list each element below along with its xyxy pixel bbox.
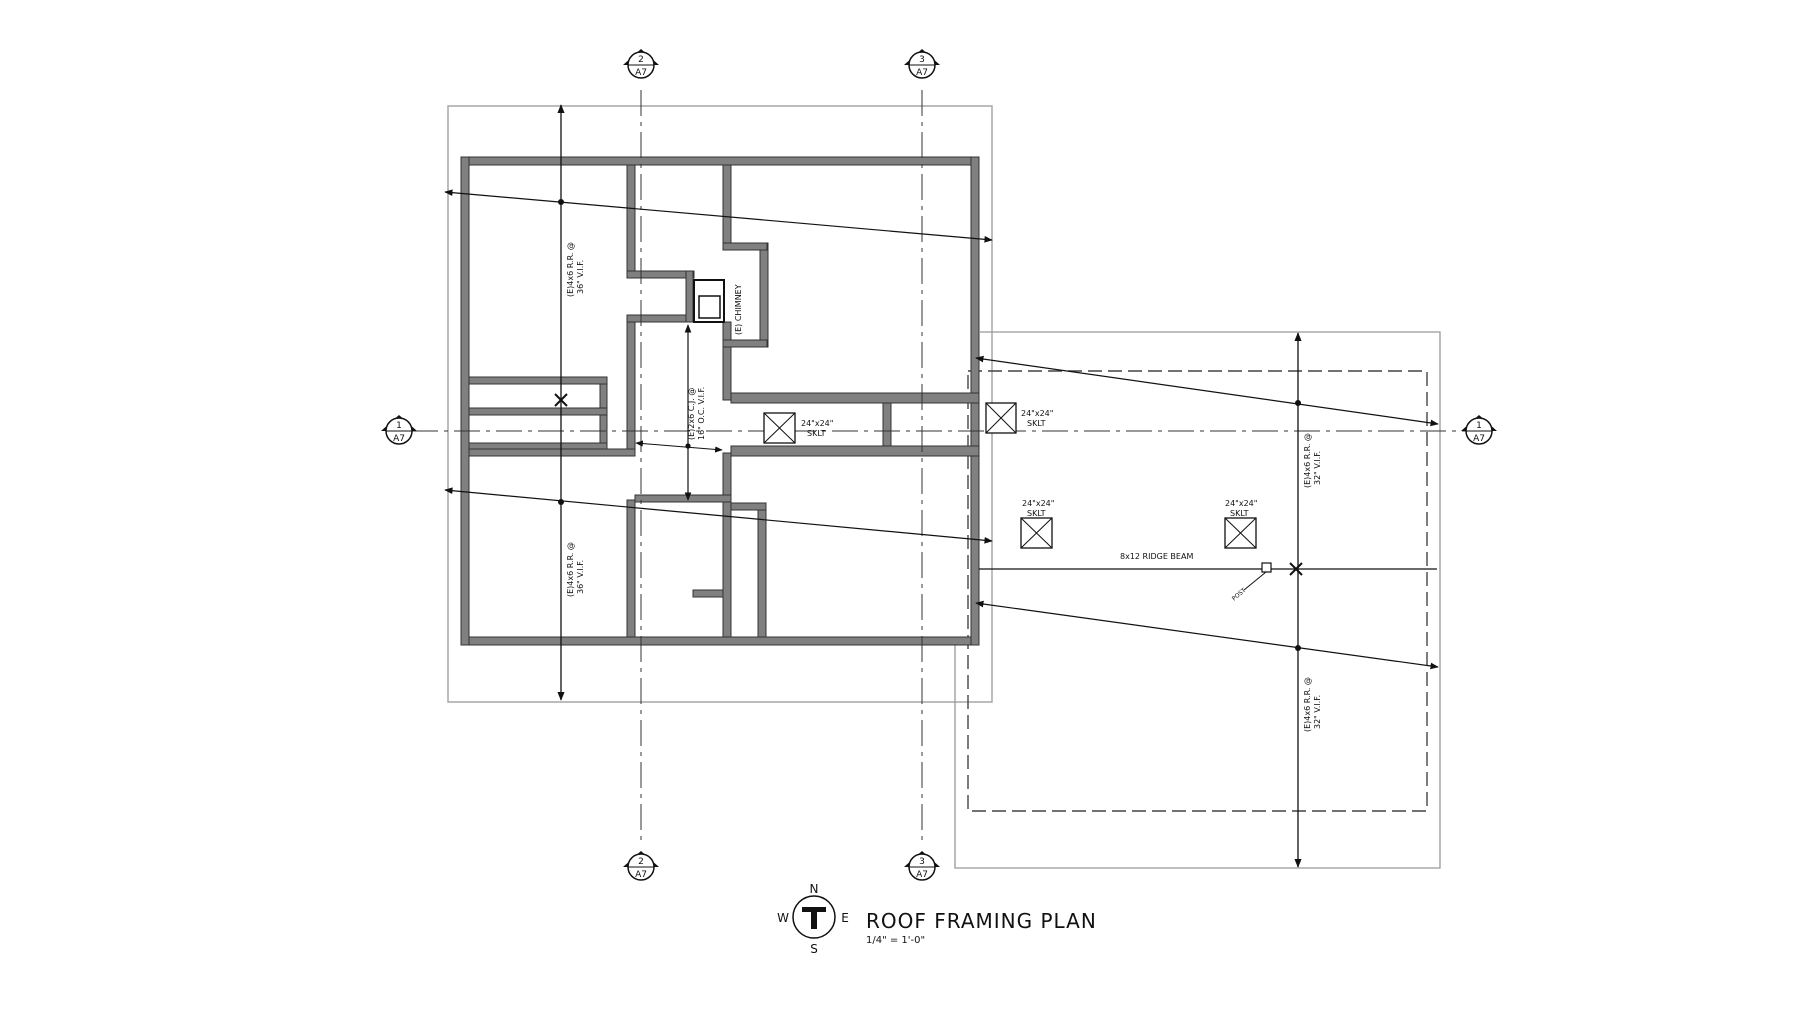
chimney: (E) CHIMNEY bbox=[693, 279, 743, 335]
skylight-4: 24"x24" SKLT bbox=[1224, 499, 1257, 549]
skylight-4-size: 24"x24" bbox=[1225, 499, 1257, 508]
ceiling-joist-label: (E)2x6 C.J. @ bbox=[687, 388, 696, 440]
section-1-left-number: 1 bbox=[396, 421, 402, 431]
wall-plan bbox=[460, 156, 980, 646]
skylight-2-size: 24"x24" bbox=[1021, 409, 1053, 418]
section-2-top-sheet: A7 bbox=[635, 68, 647, 78]
west-span-line bbox=[554, 104, 568, 701]
section-1-right-sheet: A7 bbox=[1473, 434, 1485, 444]
skylight-1-size: 24"x24" bbox=[801, 419, 833, 428]
north-arrow-n: N bbox=[810, 882, 819, 896]
ridge-beam-label: 8x12 RIDGE BEAM bbox=[1120, 552, 1193, 561]
drawing-title: ROOF FRAMING PLAN bbox=[866, 909, 1097, 933]
rafter-lower-right-spacing: 32" V.I.F. bbox=[1313, 695, 1322, 729]
section-marker-1-right: 1 A7 bbox=[1461, 415, 1497, 445]
skylight-1: 24"x24" SKLT bbox=[763, 412, 833, 444]
ridge-beam: 8x12 RIDGE BEAM POST bbox=[979, 552, 1437, 603]
section-3-bottom-sheet: A7 bbox=[916, 870, 928, 880]
rafter-lower-left-spacing: 36" V.I.F. bbox=[576, 560, 585, 594]
skylight-2-tag: SKLT bbox=[1027, 419, 1046, 428]
skylight-3: 24"x24" SKLT bbox=[1020, 499, 1054, 549]
ceiling-joist-span bbox=[635, 324, 723, 501]
rafter-upper-right-label: (E)4x6 R.R. @ bbox=[1303, 433, 1312, 488]
section-3-top-number: 3 bbox=[919, 55, 925, 65]
north-arrow-w: W bbox=[777, 911, 789, 925]
section-1-left-sheet: A7 bbox=[393, 434, 405, 444]
section-marker-1-left: 1 A7 bbox=[381, 415, 417, 445]
north-arrow-s: S bbox=[810, 942, 818, 956]
rafter-direction-arrows bbox=[444, 189, 1439, 670]
drawing-title-block: ROOF FRAMING PLAN 1/4" = 1'-0" bbox=[866, 909, 1097, 946]
section-2-bottom-sheet: A7 bbox=[635, 870, 647, 880]
rafter-upper-right-spacing: 32" V.I.F. bbox=[1313, 451, 1322, 485]
rafter-lower-right-label: (E)4x6 R.R. @ bbox=[1303, 677, 1312, 732]
ceiling-joist-spacing: 16" O.C. V.I.F. bbox=[697, 387, 706, 440]
roof-outline-west bbox=[447, 105, 993, 703]
skylight-2: 24"x24" SKLT bbox=[985, 402, 1053, 434]
rafter-upper-left-label: (E)4x6 R.R. @ bbox=[566, 242, 575, 297]
skylight-3-tag: SKLT bbox=[1027, 509, 1046, 518]
section-marker-3-bottom: 3 A7 bbox=[904, 851, 940, 881]
rafter-lower-left-label: (E)4x6 R.R. @ bbox=[566, 542, 575, 597]
section-3-top-sheet: A7 bbox=[916, 68, 928, 78]
section-grid-lines bbox=[412, 90, 1468, 840]
rafter-upper-left-spacing: 36" V.I.F. bbox=[576, 260, 585, 294]
section-marker-2-bottom: 2 A7 bbox=[623, 851, 659, 881]
section-3-bottom-number: 3 bbox=[919, 857, 925, 867]
drawing-scale: 1/4" = 1'-0" bbox=[866, 935, 925, 946]
framing-labels: (E)4x6 R.R. @ 36" V.I.F. (E)4x6 R.R. @ 3… bbox=[566, 242, 1322, 732]
section-marker-3-top: 3 A7 bbox=[904, 49, 940, 79]
skylight-4-tag: SKLT bbox=[1230, 509, 1249, 518]
skylight-1-tag: SKLT bbox=[807, 429, 826, 438]
north-arrow-icon: N S W E bbox=[777, 882, 849, 956]
section-marker-2-top: 2 A7 bbox=[623, 49, 659, 79]
section-2-bottom-number: 2 bbox=[638, 857, 644, 867]
chimney-label: (E) CHIMNEY bbox=[734, 284, 743, 335]
section-2-top-number: 2 bbox=[638, 55, 644, 65]
section-1-right-number: 1 bbox=[1476, 421, 1482, 431]
east-span-line bbox=[1294, 332, 1302, 868]
north-arrow-e: E bbox=[841, 911, 849, 925]
skylight-3-size: 24"x24" bbox=[1022, 499, 1054, 508]
